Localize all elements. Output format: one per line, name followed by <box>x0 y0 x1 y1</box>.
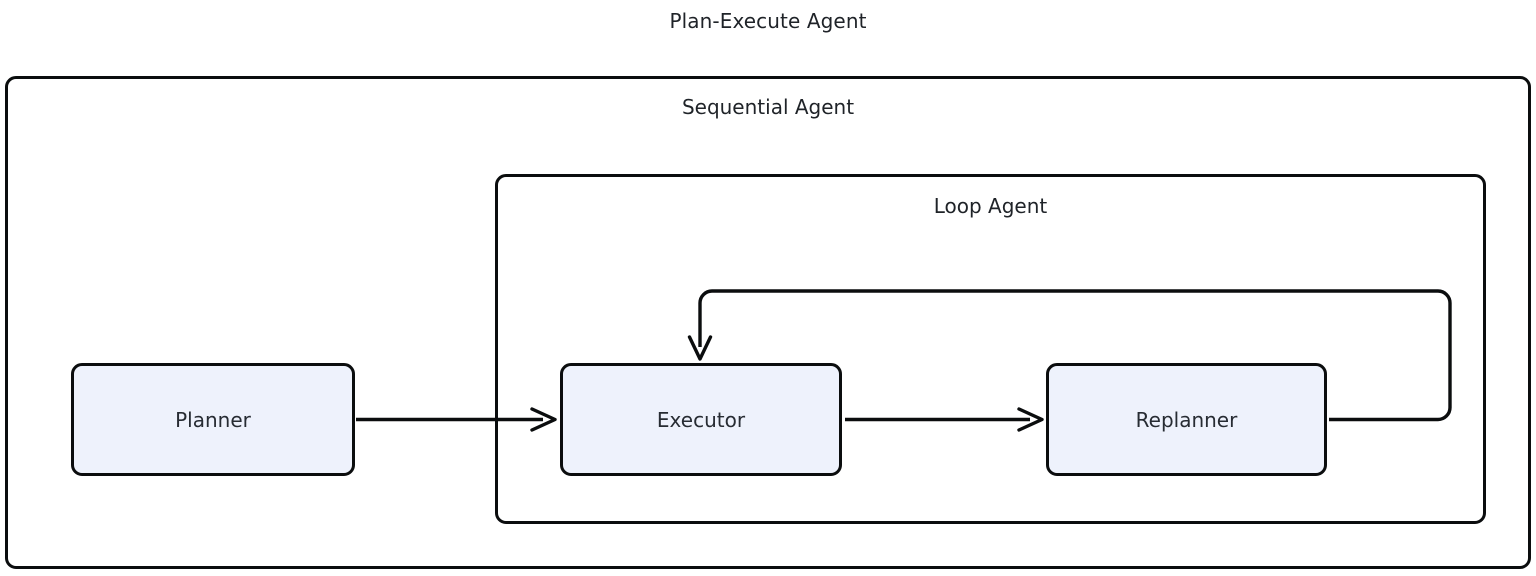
node-executor[interactable]: Executor <box>560 363 842 476</box>
page-title: Plan-Execute Agent <box>669 9 867 33</box>
node-planner[interactable]: Planner <box>71 363 355 476</box>
container-sequential-agent[interactable] <box>5 76 1531 569</box>
container-loop-agent[interactable] <box>495 174 1486 524</box>
node-label-planner: Planner <box>175 407 251 432</box>
container-label-sequential-agent: Sequential Agent <box>681 95 855 119</box>
node-replanner[interactable]: Replanner <box>1046 363 1327 476</box>
node-label-replanner: Replanner <box>1135 407 1238 432</box>
container-label-loop-agent: Loop Agent <box>933 194 1048 218</box>
node-label-executor: Executor <box>656 407 746 432</box>
